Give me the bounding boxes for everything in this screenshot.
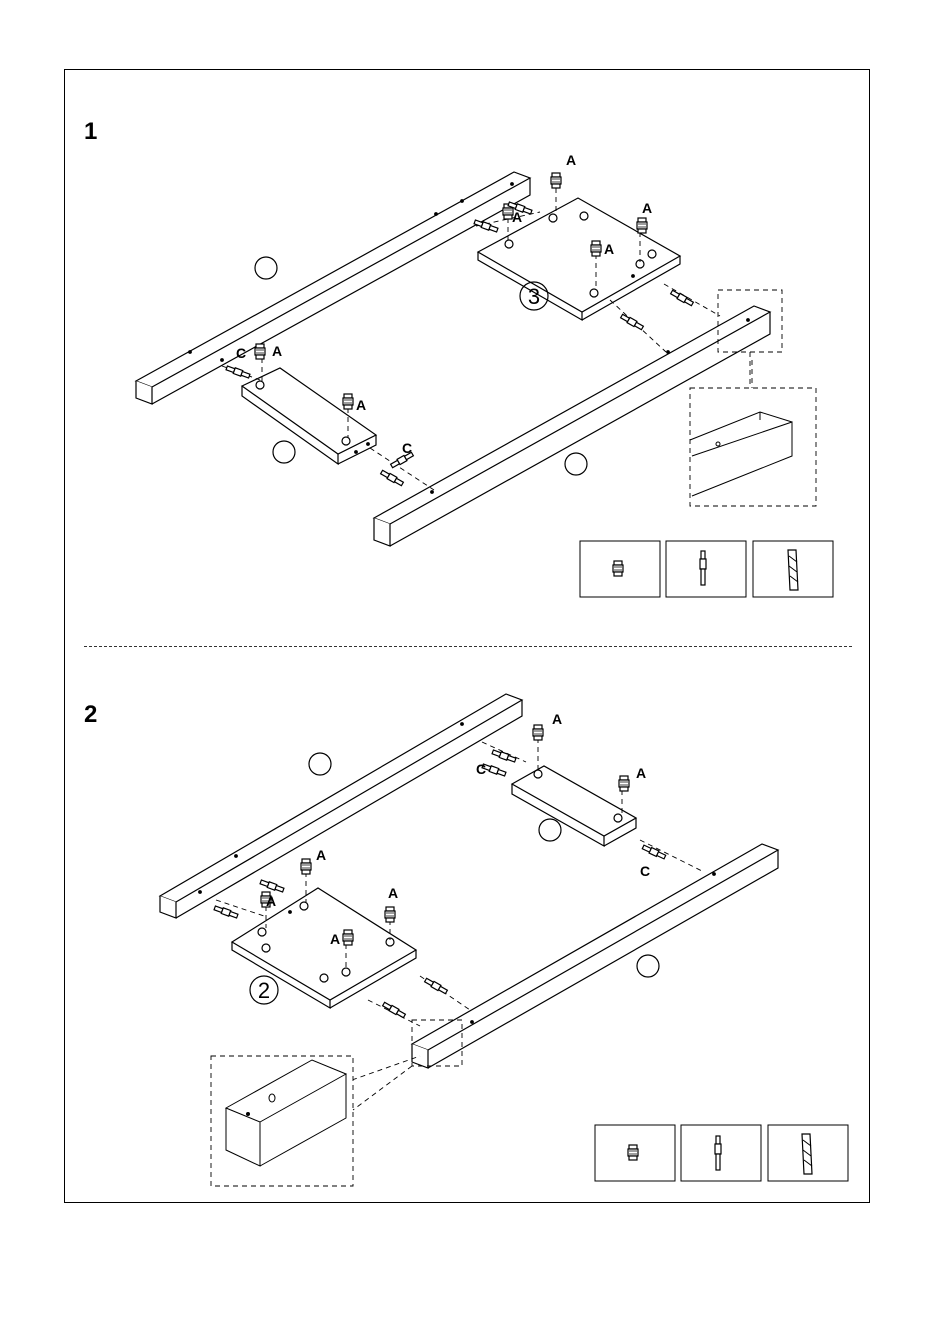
- bolt-fitting: [382, 1001, 406, 1018]
- label-a: A: [356, 397, 366, 413]
- rail-back-step1: [136, 172, 530, 404]
- label-a: A: [272, 343, 282, 359]
- part-circle: [637, 955, 659, 977]
- cam-fitting: [637, 218, 647, 233]
- bolt-fitting: [226, 365, 251, 379]
- label-c: C: [476, 761, 486, 777]
- part-circle: [309, 753, 331, 775]
- bolt-fitting: [492, 749, 517, 763]
- label-a: A: [388, 885, 398, 901]
- bolt-fitting: [620, 313, 644, 330]
- bolt-fitting: [260, 879, 285, 893]
- hardware-legend-step2: [595, 1125, 848, 1181]
- connecting-bolt-icon: [700, 551, 706, 585]
- part-circle: [273, 441, 295, 463]
- part-circle: [539, 819, 561, 841]
- hardware-legend-step1: [580, 541, 833, 597]
- bolt-fitting: [642, 844, 666, 860]
- label-a: A: [604, 241, 614, 257]
- label-a: A: [566, 152, 576, 168]
- label-c: C: [640, 863, 650, 879]
- label-a: A: [642, 200, 652, 216]
- label-a: A: [316, 847, 326, 863]
- crossbar-small-step1: [242, 368, 376, 464]
- label-c: C: [402, 440, 412, 456]
- step-1-drawing: 3 A A A A A A C C: [136, 152, 816, 546]
- label-a: A: [330, 931, 340, 947]
- bolt-fitting: [670, 289, 694, 306]
- cam-lock-icon: [628, 1145, 638, 1160]
- rail-front-step2: [412, 844, 778, 1068]
- bolt-fitting: [214, 905, 239, 919]
- cam-fitting: [385, 907, 395, 922]
- label-a: A: [636, 765, 646, 781]
- bolt-fitting: [380, 469, 404, 486]
- cam-fitting: [591, 241, 601, 256]
- part-number-3: 3: [528, 284, 540, 309]
- cam-fitting: [533, 725, 543, 740]
- cam-fitting: [343, 394, 353, 409]
- crossbar-small-step2: [512, 766, 636, 846]
- cam-fitting: [619, 776, 629, 791]
- label-a: A: [266, 893, 276, 909]
- cam-fitting: [301, 859, 311, 874]
- cam-fitting: [343, 930, 353, 945]
- rail-back-step2: [160, 694, 522, 918]
- part-circle: [565, 453, 587, 475]
- cam-lock-icon: [613, 561, 623, 576]
- part-circle: [255, 257, 277, 279]
- wooden-dowel-icon: [802, 1134, 812, 1174]
- connecting-bolt-icon: [715, 1136, 721, 1170]
- cam-fitting: [551, 173, 561, 188]
- step-2-drawing: 2 A A A A A A C C: [160, 694, 778, 1186]
- cam-fitting: [255, 344, 265, 359]
- label-a: A: [512, 209, 522, 225]
- bolt-fitting: [424, 977, 448, 994]
- detail-zoom-box: [690, 388, 816, 506]
- label-c: C: [236, 345, 246, 361]
- label-a: A: [552, 711, 562, 727]
- wooden-dowel-icon: [788, 550, 798, 590]
- part-number-2: 2: [258, 978, 270, 1003]
